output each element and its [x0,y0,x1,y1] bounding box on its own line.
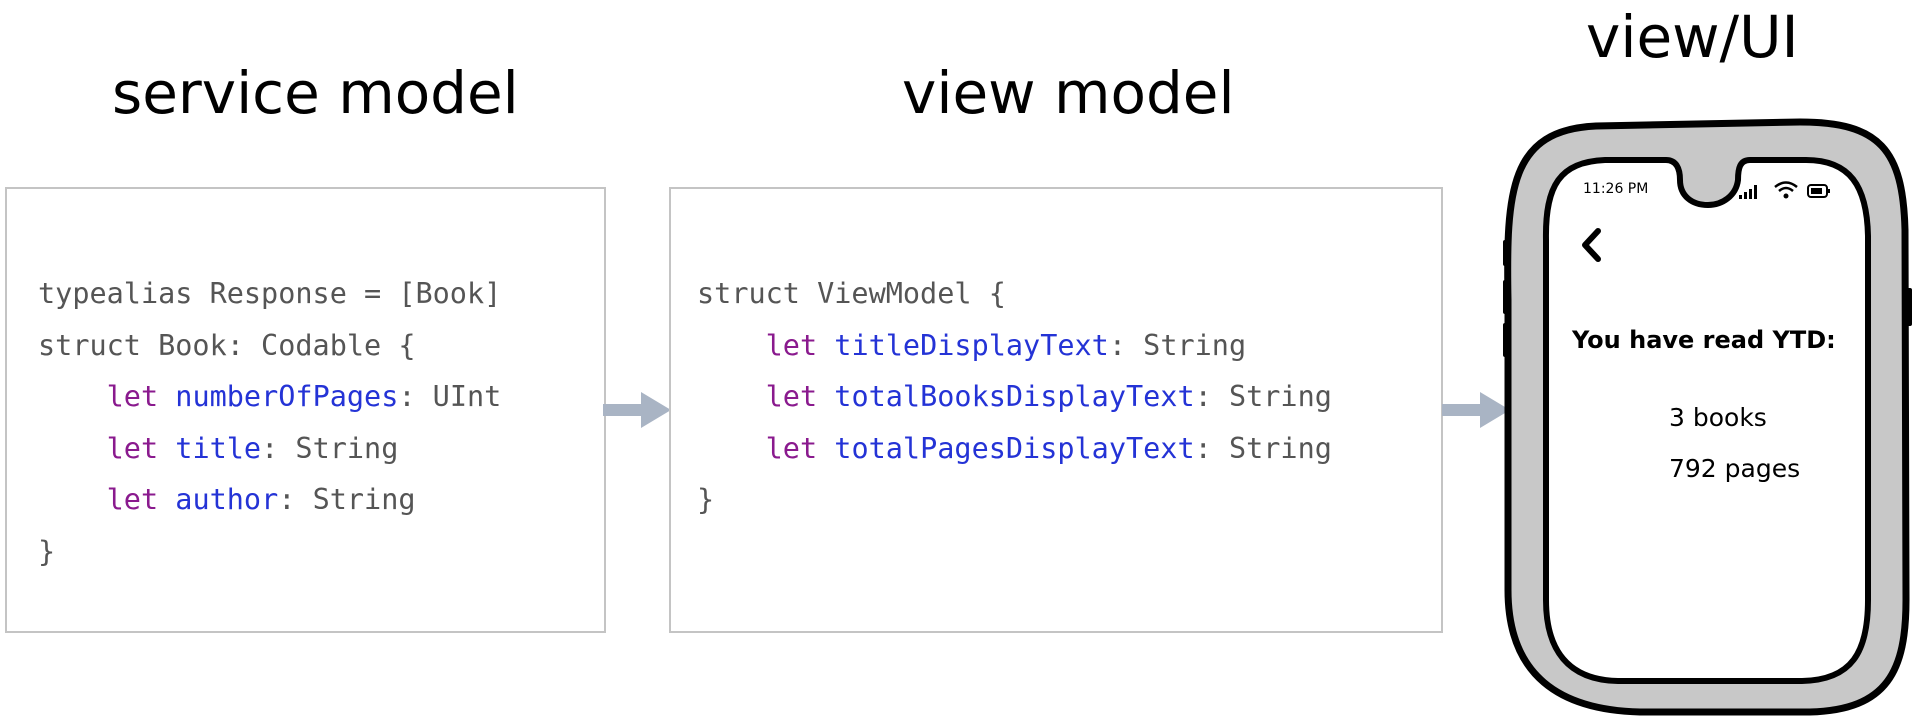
code-text: : String [1108,328,1247,362]
code-text: : UInt [398,380,502,413]
code-text: struct ViewModel { [697,277,1006,310]
code-line: let totalPagesDisplayText: String [697,423,1332,475]
code-text: struct Book: Codable { [38,328,416,362]
code-text [817,432,834,465]
code-text: } [697,483,715,516]
code-text: : String [1194,380,1332,413]
code-line: let numberOfPages: UInt [38,371,502,423]
code-text [38,380,107,413]
code-keyword: let [106,380,159,413]
code-line: let titleDisplayText: String [697,320,1332,372]
code-text: } [38,534,56,568]
pages-count: 792 pages [1669,454,1801,483]
code-keyword: let [106,431,159,465]
chevron-left-icon[interactable] [1582,228,1601,262]
code-line: typealias Response = [Book] [38,268,501,320]
arrow-right-icon [1442,392,1510,428]
battery-icon [1807,184,1830,198]
code-line: let title: String [38,423,501,475]
code-text [817,380,834,413]
code-text [817,329,834,362]
code-identifier: totalBooksDisplayText [834,380,1195,413]
code-text [38,432,107,465]
phone-illustration [1503,118,1912,716]
code-text: typealias Response = [Book] [38,277,502,310]
code-text: : String [261,431,399,465]
service-model-code-box: typealias Response = [Book] struct Book: … [5,187,606,633]
code-text: : String [1194,431,1332,465]
view-model-heading: view model [902,59,1235,127]
code-text [697,432,766,465]
code-text: : String [278,483,416,516]
code-keyword: let [106,483,159,516]
service-model-code: typealias Response = [Book] struct Book: … [38,268,501,577]
status-bar-time: 11:26 PM [1583,181,1649,197]
arrow-right-icon [603,392,671,428]
code-text [158,380,175,413]
code-identifier: titleDisplayText [834,328,1109,362]
code-text [697,329,766,362]
code-line: } [38,526,501,578]
code-keyword: let [765,380,818,413]
code-line: let author: String [38,474,501,526]
view-ui-heading: view/UI [1586,3,1799,71]
view-model-code-box: struct ViewModel { let titleDisplayText:… [669,187,1443,633]
code-text [697,380,766,413]
code-keyword: let [765,328,818,362]
code-identifier: totalPagesDisplayText [834,431,1195,465]
code-line: } [697,474,1332,526]
code-line: struct ViewModel { [697,268,1332,320]
code-line: let totalBooksDisplayText: String [697,371,1332,423]
code-text [38,483,107,516]
code-identifier: author [175,483,279,516]
wifi-icon [1774,181,1798,199]
books-count: 3 books [1669,403,1767,432]
code-line: struct Book: Codable { [38,320,501,372]
view-model-code: struct ViewModel { let titleDisplayText:… [697,268,1332,526]
code-keyword: let [765,431,818,465]
code-identifier: numberOfPages [175,380,399,413]
phone-heading: You have read YTD: [1572,326,1836,354]
service-model-heading: service model [112,59,519,127]
code-identifier: title [175,431,262,465]
code-text [158,432,175,465]
code-text [158,483,175,516]
